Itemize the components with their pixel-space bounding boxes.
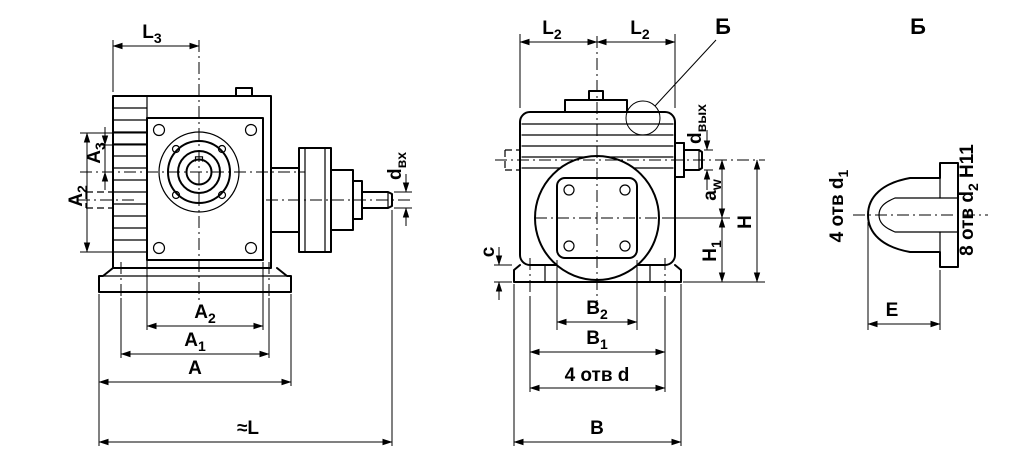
dim-label-b: B bbox=[590, 418, 604, 439]
front-corner-bolts bbox=[152, 123, 258, 255]
front-face-plate bbox=[146, 117, 264, 261]
front-view bbox=[78, 40, 412, 302]
detail-cap-section bbox=[867, 162, 959, 268]
label-4-holes-d: 4 отв d bbox=[565, 365, 630, 386]
front-dimensions: L3 A3 A2 A2 A1 A ≈L dвх bbox=[66, 22, 412, 446]
dim-label-approx-l: ≈L bbox=[237, 418, 259, 439]
dim-label-a: A bbox=[188, 358, 202, 379]
side-breather-plug bbox=[588, 90, 604, 101]
dim-label-a3: A3 bbox=[84, 142, 108, 164]
dim-label-e: E bbox=[886, 300, 899, 321]
dim-label-l2-right: L2 bbox=[630, 18, 650, 42]
dim-label-aw: aw bbox=[700, 179, 724, 201]
detail-title-b: Б bbox=[910, 14, 926, 39]
dim-label-a1: A1 bbox=[184, 330, 206, 354]
detail-callout-circle bbox=[625, 100, 661, 136]
dim-label-l3: L3 bbox=[142, 22, 162, 46]
dim-label-d-in: dвх bbox=[385, 152, 409, 180]
label-4-holes-d1: 4 отв d1 bbox=[827, 169, 851, 242]
label-8-holes-d2: 8 отв d2 H11 bbox=[957, 144, 981, 256]
callout-label-b: Б bbox=[715, 14, 731, 39]
side-hidden-bore bbox=[504, 149, 520, 171]
dim-label-d-out: dвых bbox=[685, 104, 709, 144]
side-cover-bolts bbox=[563, 184, 631, 252]
dim-label-b2: B2 bbox=[586, 298, 608, 322]
side-dimensions: L2 L2 Б dвых aw H1 H c B2 B1 bbox=[478, 14, 765, 446]
front-ribs bbox=[112, 107, 148, 253]
dim-label-c: c bbox=[478, 246, 499, 257]
detail-callout-leader bbox=[654, 39, 717, 107]
dim-label-a2-bottom: A2 bbox=[194, 302, 216, 326]
dim-label-a2-side: A2 bbox=[66, 185, 90, 207]
front-oil-plug bbox=[235, 87, 253, 97]
side-view bbox=[495, 36, 765, 302]
side-top-cap bbox=[564, 99, 628, 113]
front-housing-outline bbox=[112, 95, 272, 269]
dim-label-h1: H1 bbox=[700, 240, 724, 262]
dim-label-l2-left: L2 bbox=[542, 18, 562, 42]
dim-label-h: H bbox=[735, 215, 756, 229]
detail-view: Б E 4 отв d1 8 отв d2 H11 bbox=[827, 14, 988, 330]
dim-label-b1: B1 bbox=[586, 328, 608, 352]
front-base bbox=[98, 267, 292, 293]
